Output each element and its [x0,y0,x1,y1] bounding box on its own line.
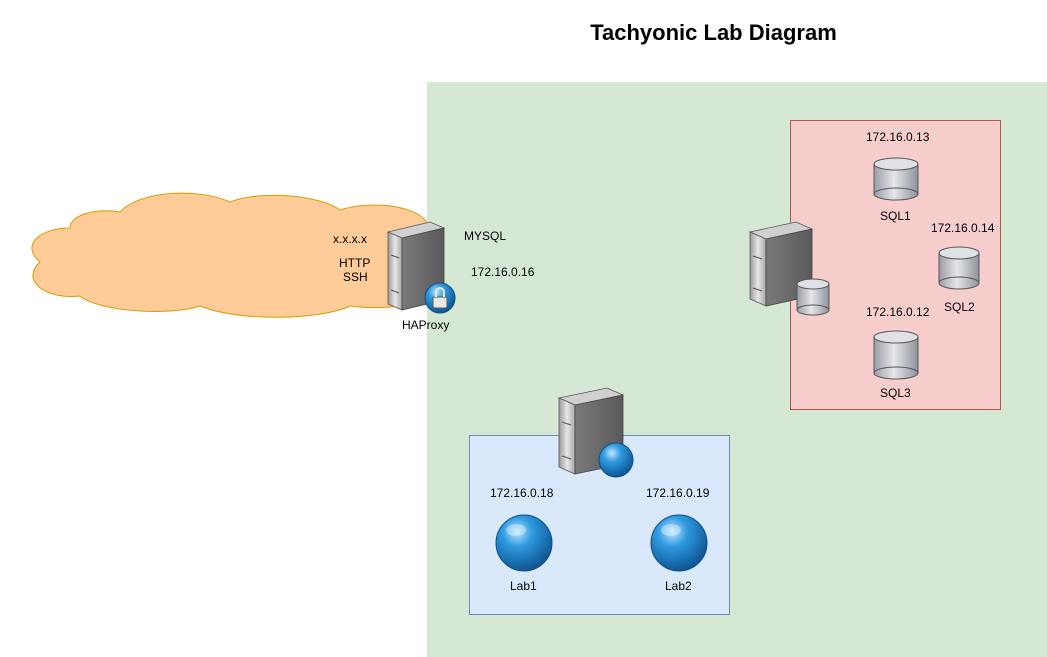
haproxy-label: HAProxy [402,318,450,332]
sql3-name-label: SQL3 [880,386,911,400]
lab2-ip-label: 172.16.0.19 [646,486,710,500]
sql2-ip-label: 172.16.0.14 [931,221,995,235]
sql3-ip-label: 172.16.0.12 [866,305,930,319]
cloud-ssh-label: SSH [343,270,368,284]
database-icon [796,278,830,316]
diagram-title: Tachyonic Lab Diagram [590,20,837,45]
globe-icon [598,442,634,478]
lab2-name-label: Lab2 [665,579,692,593]
lab1-name-label: Lab1 [510,579,537,593]
haproxy-ip-label: 172.16.0.16 [471,265,535,279]
lock-icon [424,282,456,314]
internet-cloud [31,192,431,318]
sql1-database-icon [873,157,919,201]
sql2-name-label: SQL2 [944,300,975,314]
lab1-host-icon [495,514,553,572]
cloud-address-label: x.x.x.x [333,232,368,246]
haproxy-service-label: MYSQL [464,229,507,243]
sql3-database-icon [873,330,919,380]
sql1-name-label: SQL1 [880,209,911,223]
sql1-ip-label: 172.16.0.13 [866,130,930,144]
sql2-database-icon [938,246,980,290]
lab2-host-icon [650,514,708,572]
lab1-ip-label: 172.16.0.18 [490,486,554,500]
cloud-http-label: HTTP [339,256,371,270]
